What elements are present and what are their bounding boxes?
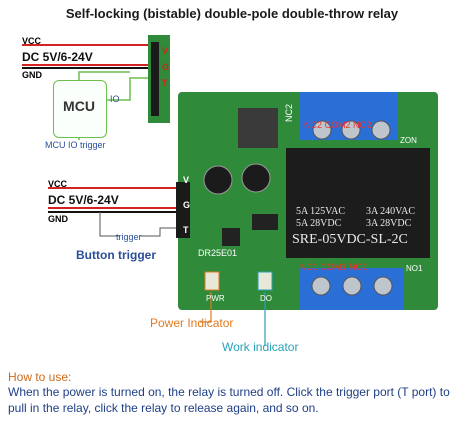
regulator-chip bbox=[238, 108, 278, 148]
relay-rating-1a: 5A 125VAC bbox=[296, 206, 345, 217]
nc2-label: NC2 bbox=[284, 103, 294, 122]
top-pin-v: V bbox=[162, 46, 169, 56]
mid-dc-label: DC 5V/6-24V bbox=[48, 193, 119, 207]
trigger-label: trigger bbox=[116, 232, 142, 242]
mcu-text: MCU bbox=[63, 98, 95, 114]
relay-rating-2b: 3A 28VDC bbox=[366, 218, 412, 229]
do-label: DO bbox=[260, 294, 272, 303]
relay-model: SRE-05VDC-SL-2C bbox=[292, 232, 408, 247]
no1-label: NO1 bbox=[406, 264, 423, 273]
mid-pin-v: V bbox=[183, 175, 190, 185]
no2-row-label: NC2 COM2 NO2 bbox=[304, 120, 372, 130]
io-label: IO bbox=[110, 94, 120, 104]
capacitor-1 bbox=[203, 165, 233, 195]
mid-pin-g: G bbox=[183, 200, 191, 210]
io-wire bbox=[105, 77, 148, 101]
mcu-io-trigger-label: MCU IO trigger bbox=[45, 140, 106, 150]
zon-label: ZON bbox=[400, 136, 417, 145]
mid-pin-t: T bbox=[183, 225, 189, 235]
mcu-box bbox=[53, 80, 107, 138]
button-trigger-label: Button trigger bbox=[76, 248, 156, 262]
model-label: DR25E01 bbox=[198, 248, 238, 258]
side-pin-header bbox=[176, 182, 190, 238]
mid-gnd-label: GND bbox=[48, 214, 68, 224]
nc1-row-label: NC1 COM1 NO1 bbox=[300, 262, 368, 272]
top-pin-t: T bbox=[162, 78, 168, 88]
top-dc-label: DC 5V/6-24V bbox=[22, 50, 93, 64]
relay-rating-2a: 5A 28VDC bbox=[296, 218, 342, 229]
relay-body bbox=[286, 148, 430, 258]
pwr-label: PWR bbox=[206, 294, 225, 303]
top-vcc-label: VCC bbox=[22, 36, 42, 46]
power-led bbox=[204, 271, 220, 291]
how-to-use-heading: How to use: bbox=[8, 370, 72, 384]
top-pin-g: G bbox=[162, 62, 170, 72]
mcu-power-line bbox=[78, 71, 130, 80]
relay-rating-1b: 3A 240VAC bbox=[366, 206, 415, 217]
ic-chip bbox=[222, 228, 240, 246]
top-pin-header bbox=[151, 42, 159, 116]
trigger-wire bbox=[140, 227, 176, 237]
power-indicator-label: Power Indicator bbox=[150, 316, 234, 330]
work-indicator-label: Work indicator bbox=[222, 340, 299, 354]
how-to-use-body: When the power is turned on, the relay i… bbox=[8, 385, 450, 415]
capacitor-2 bbox=[241, 163, 271, 193]
top-gnd-label: GND bbox=[22, 70, 42, 80]
diagram-title: Self-locking (bistable) double-pole doub… bbox=[65, 6, 399, 21]
mid-vcc-label: VCC bbox=[48, 179, 68, 189]
work-led bbox=[257, 271, 273, 291]
